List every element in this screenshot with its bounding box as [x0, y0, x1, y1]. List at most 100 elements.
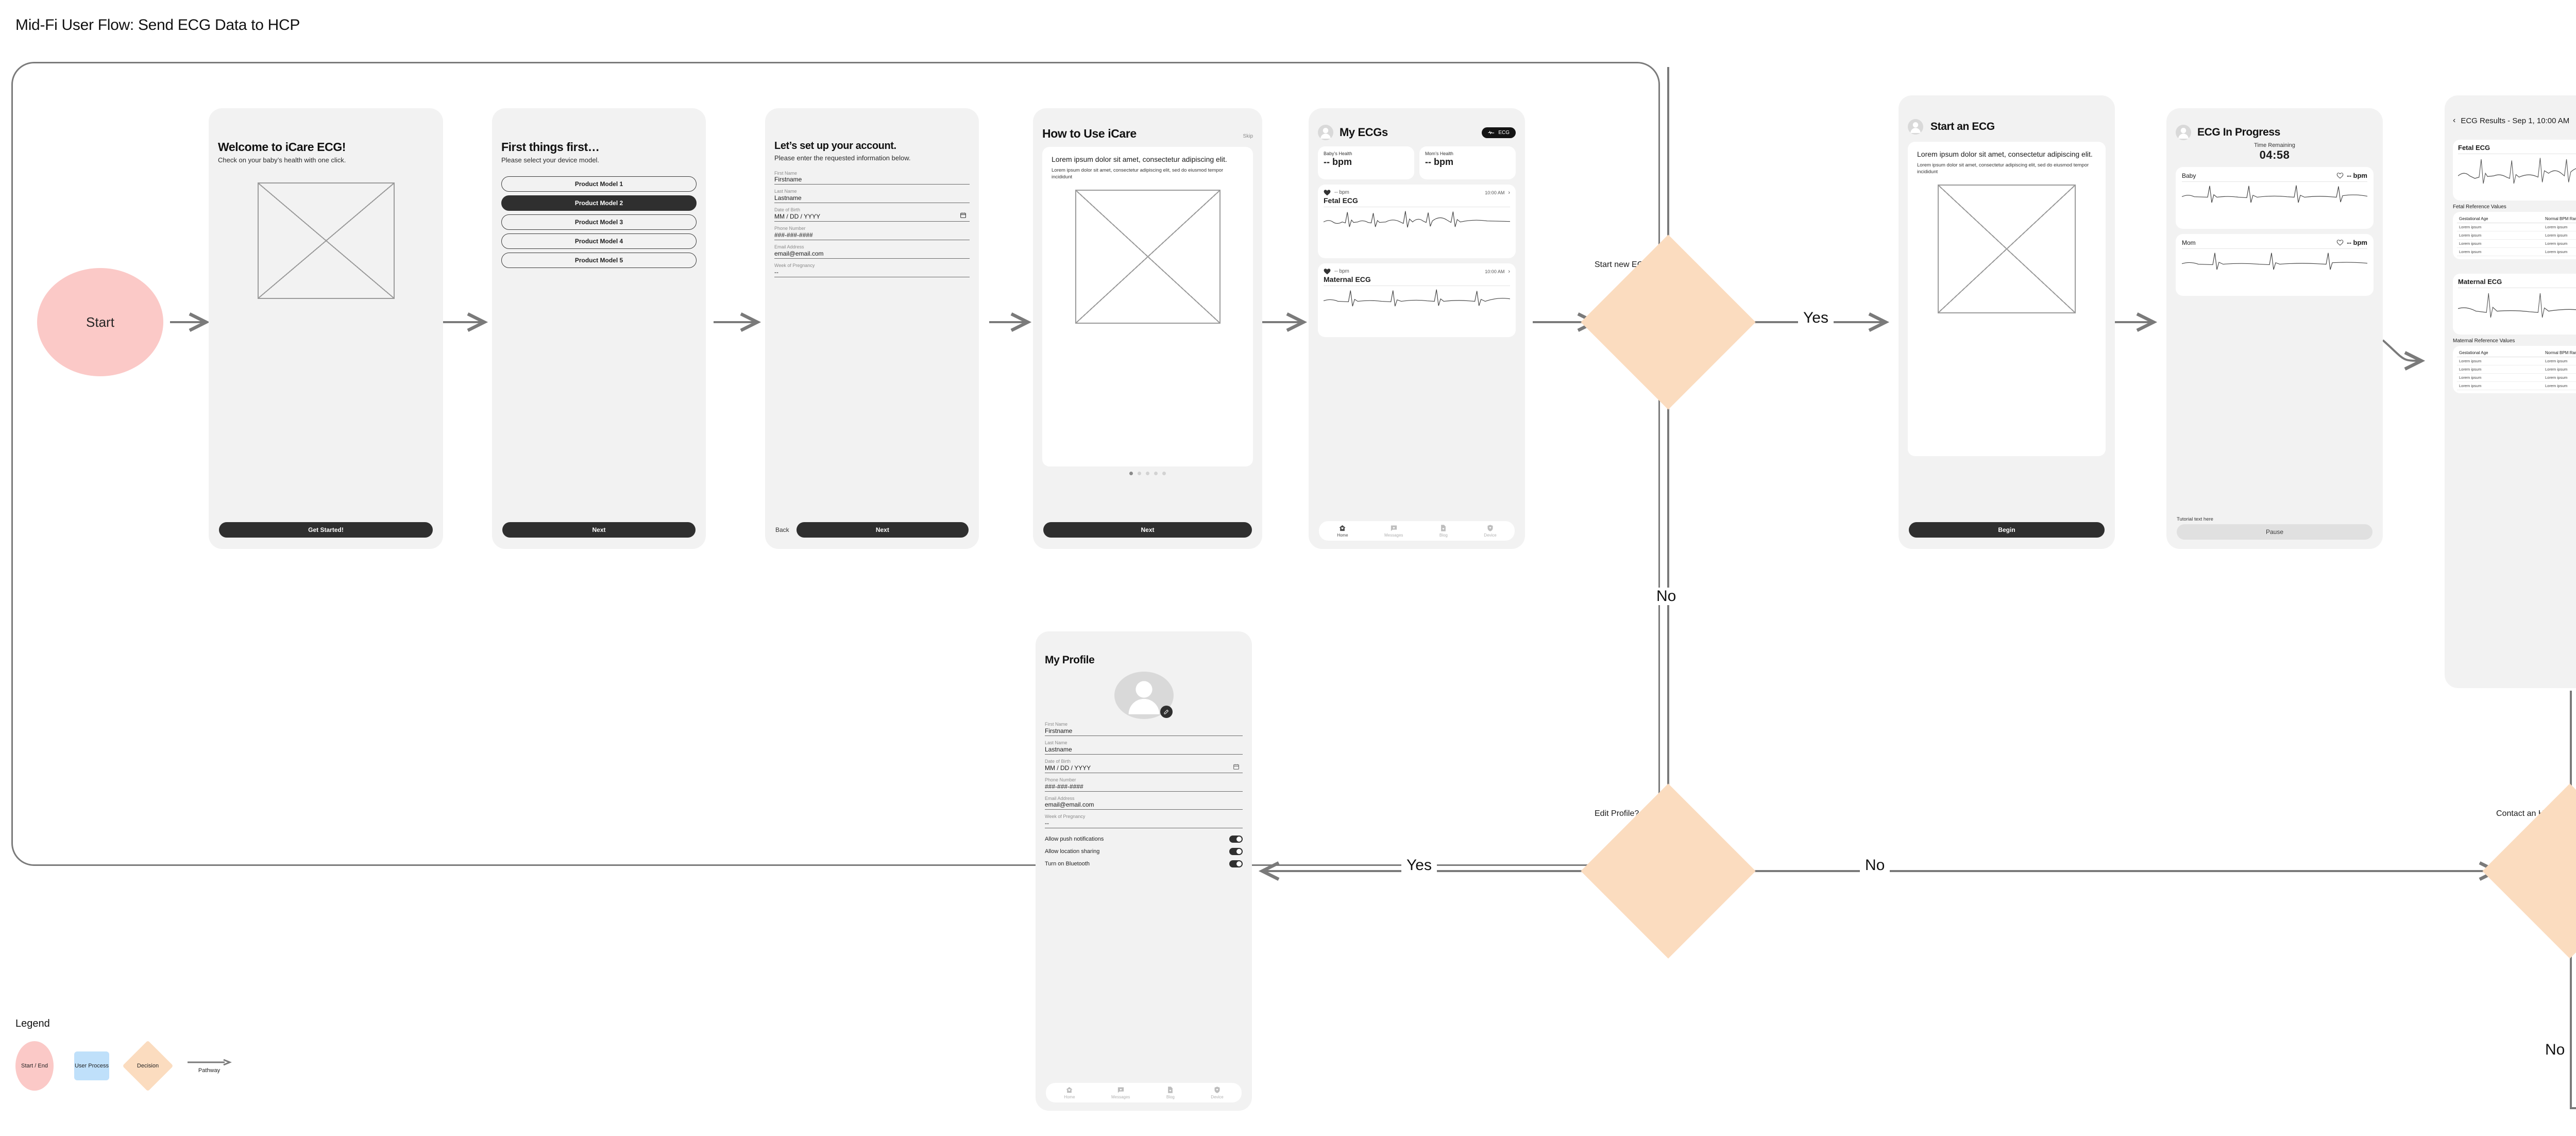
profile-field-phone-number[interactable]: Phone Number ###-###-#### [1045, 777, 1243, 792]
legend-pathway: Pathway [187, 1058, 232, 1074]
home-icon [1339, 525, 1346, 531]
location-sharing-toggle[interactable] [1229, 848, 1243, 856]
blog-icon [1168, 1087, 1173, 1093]
tab-device[interactable]: Device [1211, 1086, 1224, 1099]
ecg-record-maternal[interactable]: -- bpm 10:00 AM › Maternal ECG [1318, 263, 1516, 337]
account-title: Let’s set up your account. [774, 140, 896, 152]
tab-messages[interactable]: Messages [1111, 1086, 1130, 1099]
profile-field-date-of-birth[interactable]: Date of Birth MM / DD / YYYY [1045, 759, 1243, 773]
record-name: Maternal ECG [1324, 275, 1510, 286]
ecg-waveform [2458, 158, 2576, 184]
tab-blog[interactable]: Blog [1166, 1086, 1175, 1099]
get-started-button[interactable]: Get Started! [219, 522, 433, 538]
screen-device-select: First things first… Please select your d… [492, 108, 706, 549]
howto-next-button[interactable]: Next [1043, 522, 1252, 538]
field-email-address[interactable]: Email Address email@email.com [774, 244, 970, 259]
record-time: 10:00 AM [1485, 269, 1505, 274]
profile-field-last-name[interactable]: Last Name Lastname [1045, 740, 1243, 755]
chevron-left-icon[interactable]: ‹ [2453, 116, 2456, 125]
messages-icon [1117, 1087, 1124, 1093]
howto-title: How to Use iCare [1042, 127, 1137, 140]
dot-2[interactable] [1138, 472, 1141, 475]
profile-field-first-name[interactable]: First Name Firstname [1045, 722, 1243, 736]
product-model-option-4[interactable]: Product Model 4 [501, 233, 697, 249]
field-label: Last Name [774, 189, 797, 194]
account-next-button[interactable]: Next [796, 522, 969, 538]
screen-how-to-use: How to Use iCare Skip Lorem ipsum dolor … [1033, 108, 1262, 549]
toggle-row-location-sharing[interactable]: Allow location sharing [1045, 845, 1243, 858]
product-model-option-2[interactable]: Product Model 2 [501, 195, 697, 211]
chevron-right-icon[interactable]: › [1508, 268, 1510, 275]
decision-contact-hcp[interactable]: Contact an HCP? [2482, 783, 2576, 959]
maternal-reference-title: Maternal Reference Values [2453, 338, 2515, 344]
field-value: Firstname [774, 176, 970, 185]
ecg-panel-mom: Mom -- bpm [2176, 234, 2374, 296]
product-model-option-5[interactable]: Product Model 5 [501, 252, 697, 268]
toggle-row-bluetooth[interactable]: Turn on Bluetooth [1045, 858, 1243, 870]
welcome-title: Welcome to iCare ECG! [218, 140, 346, 154]
dot-1[interactable] [1129, 472, 1133, 475]
avatar[interactable] [1318, 125, 1333, 140]
profile-field-week-of-pregnancy[interactable]: Week of Pregnancy -- [1045, 814, 1243, 829]
pause-button[interactable]: Pause [2177, 524, 2372, 540]
dot-5[interactable] [1162, 472, 1166, 475]
field-first-name[interactable]: First Name Firstname [774, 171, 970, 185]
ecg-badge-button[interactable]: ECG [1482, 127, 1516, 138]
decision-line1: Start new [1595, 260, 1630, 269]
dot-4[interactable] [1154, 472, 1158, 475]
edit-avatar-button[interactable] [1160, 706, 1173, 718]
ecg-waveform [2458, 293, 2576, 318]
toggle-row-push-notifications[interactable]: Allow push notifications [1045, 833, 1243, 845]
field-date-of-birth[interactable]: Date of Birth MM / DD / YYYY [774, 207, 970, 222]
edge-label-no-2: No [1860, 857, 1890, 874]
decision-line1: Edit Profile? [1595, 809, 1639, 818]
decision-start-new-ecg[interactable]: Start new ECG? [1581, 235, 1756, 410]
device-next-button[interactable]: Next [502, 522, 696, 538]
screen-my-ecgs: My ECGs ECG Baby’s Health -- bpm Mom’s H… [1309, 108, 1525, 549]
results-chart-fetal: Fetal ECG -- bpm [2453, 140, 2576, 201]
skip-button[interactable]: Skip [1243, 133, 1253, 139]
product-model-option-1[interactable]: Product Model 1 [501, 176, 697, 192]
field-phone-number[interactable]: Phone Number ###-###-#### [774, 226, 970, 241]
field-last-name[interactable]: Last Name Lastname [774, 189, 970, 204]
tab-blog[interactable]: Blog [1439, 524, 1448, 538]
legend: Start / End User Process Decision Pathwa… [15, 1040, 232, 1092]
tab-label: Blog [1439, 533, 1448, 538]
tab-device[interactable]: Device [1484, 524, 1497, 538]
start-ecg-card: Lorem ipsum dolor sit amet, consectetur … [1908, 142, 2106, 456]
ecg-record-fetal[interactable]: -- bpm 10:00 AM › Fetal ECG [1318, 185, 1516, 258]
account-back-button[interactable]: Back [775, 526, 789, 533]
avatar[interactable] [2176, 125, 2191, 140]
begin-button[interactable]: Begin [1909, 522, 2105, 538]
legend-start-end: Start / End [15, 1041, 54, 1091]
start-ecg-heading: Lorem ipsum dolor sit amet, consectetur … [1917, 150, 2093, 158]
field-value: ###-###-#### [774, 231, 970, 241]
avatar[interactable] [1908, 119, 1923, 135]
decision-edit-profile[interactable]: Edit Profile? [1581, 783, 1756, 959]
panel-bpm: -- bpm [2347, 239, 2367, 246]
stat-card-mom: Mom’s Health -- bpm [1419, 146, 1516, 179]
field-week-of-pregnancy[interactable]: Week of Pregnancy -- [774, 263, 970, 277]
bottom-tabbar: Home Messages Blog Device [1319, 521, 1515, 541]
calendar-icon[interactable] [960, 212, 967, 219]
tab-home[interactable]: Home [1337, 524, 1348, 538]
push-notifications-toggle[interactable] [1229, 836, 1243, 843]
bluetooth-toggle[interactable] [1229, 860, 1243, 868]
profile-field-email-address[interactable]: Email Address email@email.com [1045, 796, 1243, 810]
col-gestational-age: Gestational Age [2457, 349, 2544, 357]
ecg-waveform [1323, 289, 1511, 307]
dot-3[interactable] [1146, 472, 1149, 475]
tab-messages[interactable]: Messages [1384, 524, 1403, 538]
calendar-icon[interactable] [1233, 763, 1240, 770]
product-model-option-3[interactable]: Product Model 3 [501, 214, 697, 230]
heart-outline-icon [2336, 240, 2344, 246]
tab-home[interactable]: Home [1064, 1086, 1075, 1099]
chevron-right-icon[interactable]: › [1508, 189, 1510, 196]
stat-label: Mom’s Health [1425, 151, 1453, 156]
screen-my-profile: My Profile First Name Firstname Last Nam… [1036, 631, 1252, 1111]
page-title: Mid-Fi User Flow: Send ECG Data to HCP [15, 16, 300, 34]
